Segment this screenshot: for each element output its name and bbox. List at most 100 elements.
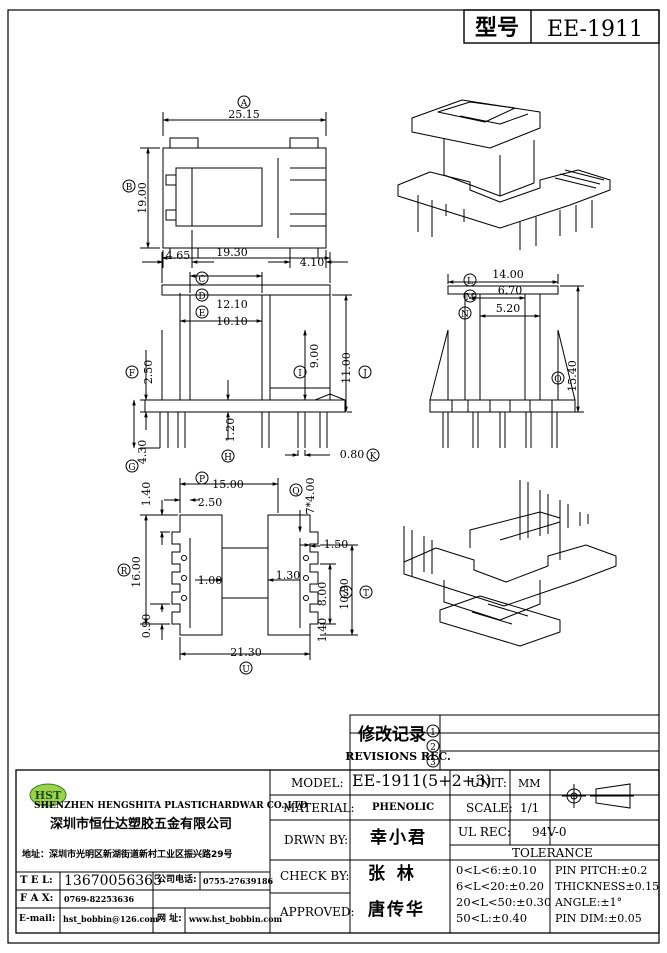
dim-g: 4.30 <box>136 440 149 465</box>
revision-2: 2 <box>430 743 436 753</box>
dim-p: 15.00 <box>212 478 244 491</box>
tolerance-label: TOLERANCE <box>512 846 593 860</box>
company-name-en: SHENZHEN HENGSHITA PLASTICHARDWAR CO.,LT… <box>34 801 308 811</box>
revision-3: 3 <box>430 758 436 768</box>
company-name-cn: 深圳市恒仕达塑胶五金有限公司 <box>50 817 233 832</box>
isometric-view-top <box>397 99 611 250</box>
fax-label: F A X: <box>20 893 54 904</box>
dim-100: 1.00 <box>198 574 223 587</box>
dim-u: 21.30 <box>230 646 262 659</box>
drawn-label: DRWN BY: <box>284 833 349 847</box>
sheet-border <box>7 9 660 944</box>
dim-090: 0.90 <box>140 614 153 639</box>
revision-1: 1 <box>430 728 436 738</box>
dim-i: 9.00 <box>308 344 321 369</box>
marker-j: J <box>362 369 367 379</box>
marker-f: F <box>129 369 135 379</box>
dim-f: 2.50 <box>142 360 155 385</box>
dim-a: 25.15 <box>228 108 260 121</box>
approved-value: 唐传华 <box>368 900 425 920</box>
marker-c: C <box>199 275 206 285</box>
tol-4: 50<L:±0.40 <box>456 911 528 925</box>
company-address: 地址：深圳市光明区新湖街道新村工业区振兴路29号 <box>22 850 233 860</box>
dim-b: 19.00 <box>136 182 149 214</box>
dim-e: 10.10 <box>216 315 248 328</box>
marker-p: P <box>199 475 205 485</box>
ulrec-value: 94V-0 <box>532 825 567 839</box>
model-label: MODEL: <box>291 776 344 790</box>
marker-n: N <box>461 310 469 320</box>
marker-u: U <box>242 665 250 675</box>
check-value: 张 林 <box>368 864 414 884</box>
scale-value: 1/1 <box>520 801 540 815</box>
logo-text: HST <box>35 789 62 802</box>
marker-l: L <box>467 277 473 287</box>
revisions-title-cn: 修改记录 <box>357 724 426 745</box>
marker-a: A <box>240 99 248 109</box>
dim-h: 1.20 <box>224 418 237 443</box>
marker-o: O <box>554 375 561 385</box>
marker-g: G <box>128 463 135 473</box>
marker-q: Q <box>292 487 299 497</box>
marker-h: H <box>224 453 232 463</box>
dim-m: 6.70 <box>498 284 523 297</box>
tol-7: ANGLE:±1° <box>555 896 623 909</box>
dim-r: 16.00 <box>130 556 143 588</box>
approved-label: APPROVED: <box>280 905 355 919</box>
marker-t: T <box>363 589 369 599</box>
top-view <box>140 112 348 268</box>
tol-1: 0<L<6:±0.10 <box>456 863 537 877</box>
front-view-labels: C 19.30 D 12.10 E 10.10 F 2.50 G 4.30 H … <box>125 246 380 473</box>
dim-n: 5.20 <box>496 302 521 315</box>
company-logo: HST <box>29 783 67 807</box>
model-code: EE-1911 <box>547 17 643 42</box>
front-view <box>132 252 352 457</box>
tol-5: PIN PITCH:±0.2 <box>555 864 648 877</box>
marker-d: D <box>198 292 205 302</box>
unit-value: MM <box>518 777 541 790</box>
drawn-value: 幸小君 <box>370 828 427 848</box>
email-value: hst_bobbin@126.com <box>63 914 159 924</box>
dim-k: 0.80 <box>340 448 365 461</box>
unit-label: UNIT: <box>470 776 507 790</box>
dim-s: 8.00 <box>316 582 329 607</box>
title-block-grid <box>15 769 660 934</box>
dim-150: 1.50 <box>324 538 349 551</box>
dim-t: 10.90 <box>338 578 351 610</box>
tol-3: 20<L<50:±0.30 <box>456 895 552 909</box>
side-view <box>429 274 584 448</box>
bottom-view-labels: P 15.00 Q 7*4.00 1.40 2.50 1.50 R 16.00 … <box>117 471 373 675</box>
type-label: 型号 <box>475 16 519 41</box>
marker-i: I <box>298 369 302 379</box>
tol-6: THICKNESS±0.15 <box>555 880 660 893</box>
company-tel-value: 0755-27639186 <box>203 876 274 886</box>
scale-label: SCALE: <box>466 801 513 815</box>
company-tel-label: 公司电话: <box>157 875 197 885</box>
tel-label: T E L: <box>20 875 53 886</box>
revisions-labels: 修改记录 REVISIONS REC. 1 2 3 <box>345 724 451 768</box>
dim-q: 7*4.00 <box>304 478 317 515</box>
marker-s: S <box>343 589 349 599</box>
top-view-labels: A 25.15 B 19.00 4.65 4.10 <box>122 95 324 269</box>
ulrec-label: UL REC: <box>458 825 511 839</box>
header-model-box: 型号 EE-1911 <box>463 9 660 44</box>
check-label: CHECK BY: <box>280 869 350 883</box>
dim-130: 1.30 <box>276 569 301 582</box>
isometric-view-bottom <box>403 480 617 647</box>
dim-j: 11.00 <box>340 352 353 384</box>
dim-140-top: 1.40 <box>140 482 153 507</box>
web-value: www.hst_bobbin.com <box>189 914 283 924</box>
dim-140-bot: 1.40 <box>316 618 329 643</box>
fax-value: 0769-82253636 <box>64 894 135 904</box>
tol-2: 6<L<20:±0.20 <box>456 879 544 893</box>
revisions-title-en: REVISIONS REC. <box>345 750 451 763</box>
marker-e: E <box>199 309 206 319</box>
dim-o: 15.40 <box>566 360 579 392</box>
dim-l: 14.00 <box>492 268 524 281</box>
tol-8: PIN DIM:±0.05 <box>555 912 642 925</box>
dim-d: 12.10 <box>216 298 248 311</box>
marker-r: R <box>121 567 128 577</box>
web-label: 网 址: <box>157 914 182 924</box>
side-view-labels: L 14.00 M 6.70 N 5.20 O 15.40 <box>458 268 579 392</box>
